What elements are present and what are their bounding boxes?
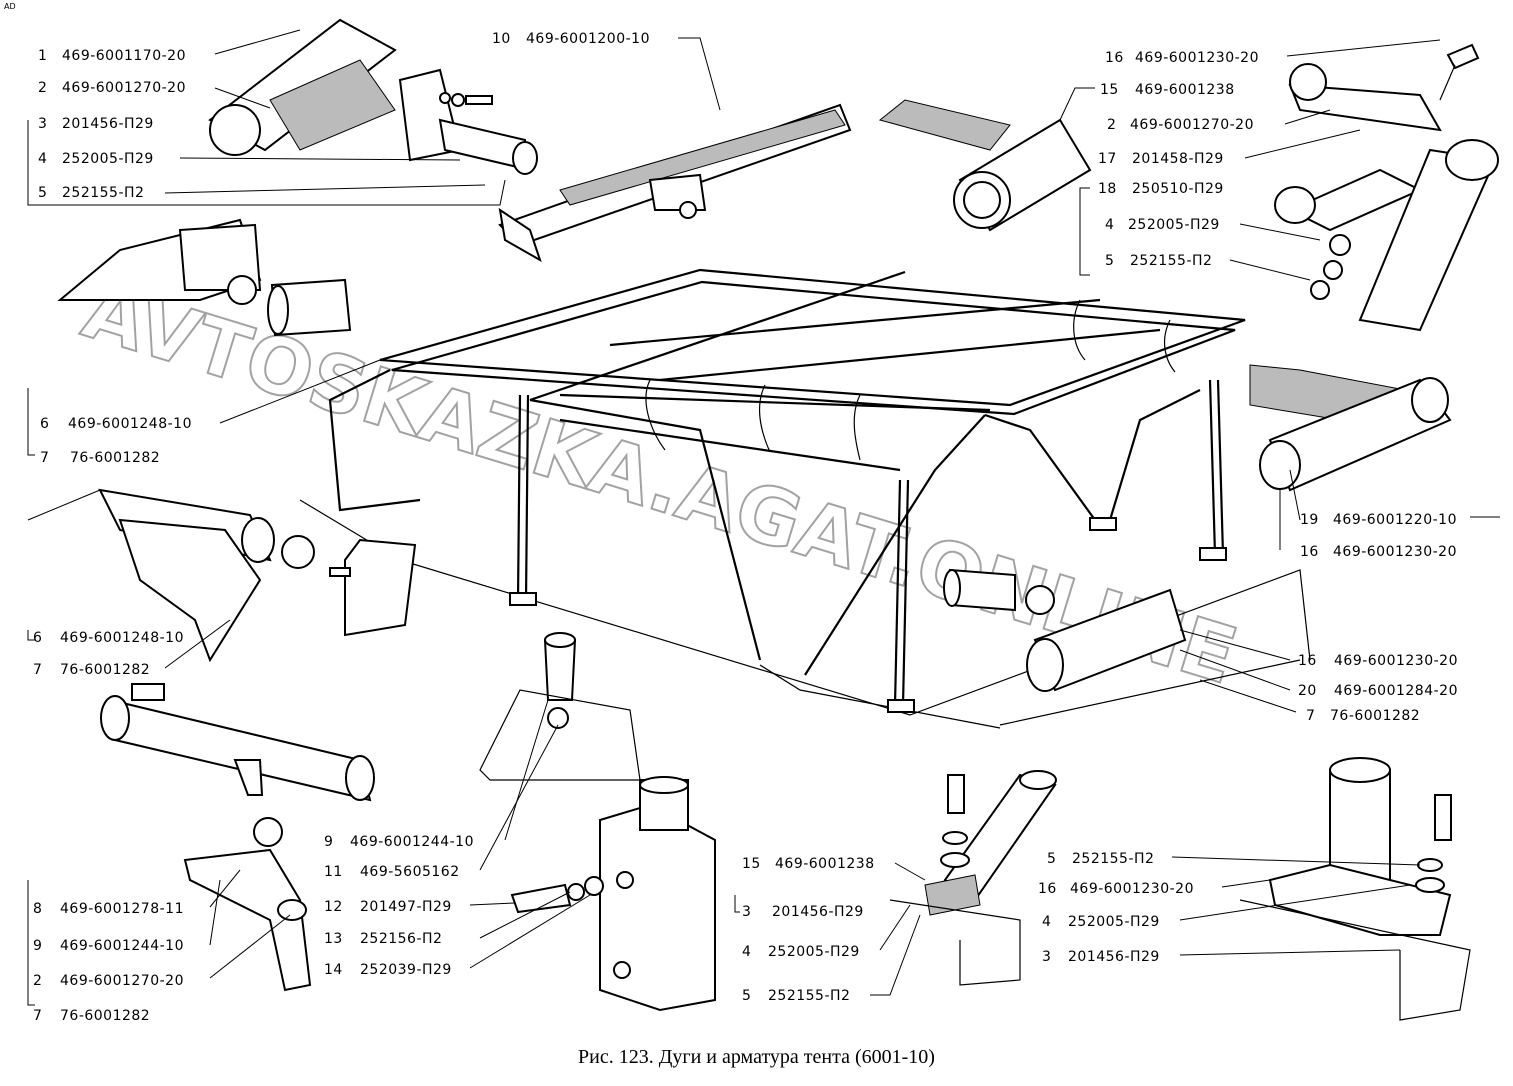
callout-num: 9 — [33, 938, 42, 954]
callout-code: 252005-П29 — [1068, 914, 1160, 930]
stud-9-11 — [479, 632, 641, 781]
callout-num: 7 — [40, 450, 49, 466]
callout-code: 469-6001278-11 — [60, 901, 184, 917]
callout-code: 469-6001284-20 — [1334, 683, 1458, 699]
callout-num: 15 — [742, 856, 761, 872]
callout-code: 469-5605162 — [360, 864, 460, 880]
callout-code: 469-6001238 — [775, 856, 875, 872]
callout-code: 201456-П29 — [772, 904, 864, 920]
callout-num: 12 — [324, 899, 343, 915]
callout-num: 5 — [1105, 253, 1114, 269]
callout-num: 4 — [1042, 914, 1051, 930]
callout-code: 469-6001170-20 — [62, 48, 186, 64]
callout-num: 15 — [1100, 82, 1119, 98]
callout-code: 469-6001230-20 — [1333, 544, 1457, 560]
callout-code: 201458-П29 — [1132, 151, 1224, 167]
callout-num: 3 — [1042, 949, 1051, 965]
callout-num: 9 — [324, 834, 333, 850]
callout-labels: 1 469-6001170-20 2 469-6001270-20 3 2014… — [33, 31, 1458, 1024]
bow-frame — [299, 268, 1311, 729]
callout-code: 469-6001270-20 — [1130, 117, 1254, 133]
callout-code: 252005-П29 — [768, 944, 860, 960]
callout-code: 252155-П2 — [1072, 851, 1154, 867]
callout-code: 469-6001230-20 — [1135, 50, 1259, 66]
callout-num: 11 — [324, 864, 343, 880]
callout-num: 2 — [33, 973, 42, 989]
corner-mark: AD — [4, 2, 16, 11]
rail-bracket-10 — [498, 103, 852, 263]
callout-num: 10 — [492, 31, 511, 47]
end-cap-6-7-upper — [57, 218, 352, 337]
callout-code: 76-6001282 — [70, 450, 160, 466]
callout-num: 14 — [324, 962, 343, 978]
callout-num: 1 — [38, 48, 47, 64]
callout-code: 469-6001230-20 — [1334, 653, 1458, 669]
callout-code: 469-6001200-10 — [526, 31, 650, 47]
callout-num: 13 — [324, 931, 343, 947]
callout-code: 469-6001248-10 — [60, 630, 184, 646]
callout-num: 19 — [1300, 512, 1319, 528]
callout-num: 8 — [33, 901, 42, 917]
socket-15-16 — [878, 99, 1092, 232]
callout-code: 469-6001248-10 — [68, 416, 192, 432]
callout-num: 16 — [1298, 653, 1317, 669]
callout-num: 4 — [742, 944, 751, 960]
callout-code: 469-6001270-20 — [62, 80, 186, 96]
callout-code: 469-6001220-10 — [1333, 512, 1457, 528]
callout-code: 201497-П29 — [360, 899, 452, 915]
callout-code: 469-6001230-20 — [1070, 881, 1194, 897]
socket-bracket-12-14 — [510, 776, 716, 1012]
callout-num: 20 — [1298, 683, 1317, 699]
callout-code: 201456-П29 — [1068, 949, 1160, 965]
callout-num: 5 — [742, 988, 751, 1004]
callout-num: 4 — [1105, 217, 1114, 233]
callout-num: 16 — [1105, 50, 1124, 66]
callout-num: 5 — [1047, 851, 1056, 867]
callout-num: 7 — [1306, 708, 1315, 724]
figure-caption: Рис. 123. Дуги и арматура тента (6001-10… — [578, 1046, 935, 1068]
callout-code: 252155-П2 — [768, 988, 850, 1004]
callout-num: 3 — [38, 116, 47, 132]
rail-assembly-8-9 — [100, 683, 375, 992]
tee-joint-2-17 — [1274, 43, 1499, 332]
callout-code: 76-6001282 — [1330, 708, 1420, 724]
callout-num: 6 — [40, 416, 49, 432]
tube-20-7 — [943, 568, 1187, 692]
callout-num: 6 — [33, 630, 42, 646]
callout-code: 469-6001244-10 — [350, 834, 474, 850]
callout-num: 18 — [1098, 181, 1117, 197]
callout-code: 252005-П29 — [1128, 217, 1220, 233]
callout-code: 201456-П29 — [62, 116, 154, 132]
callout-code: 252005-П29 — [62, 151, 154, 167]
end-cap-6-7-middle — [98, 488, 417, 663]
callout-code: 76-6001282 — [60, 662, 150, 678]
callout-code: 76-6001282 — [60, 1008, 150, 1024]
callout-code: 252155-П2 — [62, 185, 144, 201]
callout-num: 5 — [38, 185, 47, 201]
socket-16-bottom — [1239, 757, 1471, 1021]
callout-num: 2 — [1107, 117, 1116, 133]
callout-code: 252039-П29 — [360, 962, 452, 978]
callout-code: 252155-П2 — [1130, 253, 1212, 269]
tube-joint-19 — [1249, 364, 1452, 492]
callout-code: 469-6001238 — [1135, 82, 1235, 98]
socket-15-bottom — [889, 770, 1057, 986]
callout-code: 252156-П2 — [360, 931, 442, 947]
callout-num: 4 — [38, 151, 47, 167]
callout-num: 2 — [38, 80, 47, 96]
callout-num: 7 — [33, 662, 42, 678]
callout-num: 3 — [742, 904, 751, 920]
callout-num: 16 — [1300, 544, 1319, 560]
leader-lines — [27, 29, 1500, 1006]
callout-code: 469-6001244-10 — [60, 938, 184, 954]
callout-code: 469-6001270-20 — [60, 973, 184, 989]
callout-num: 16 — [1038, 881, 1057, 897]
callout-num: 17 — [1098, 151, 1117, 167]
callout-code: 250510-П29 — [1132, 181, 1224, 197]
bracket-assembly-top-left — [208, 18, 538, 175]
callout-num: 7 — [33, 1008, 42, 1024]
